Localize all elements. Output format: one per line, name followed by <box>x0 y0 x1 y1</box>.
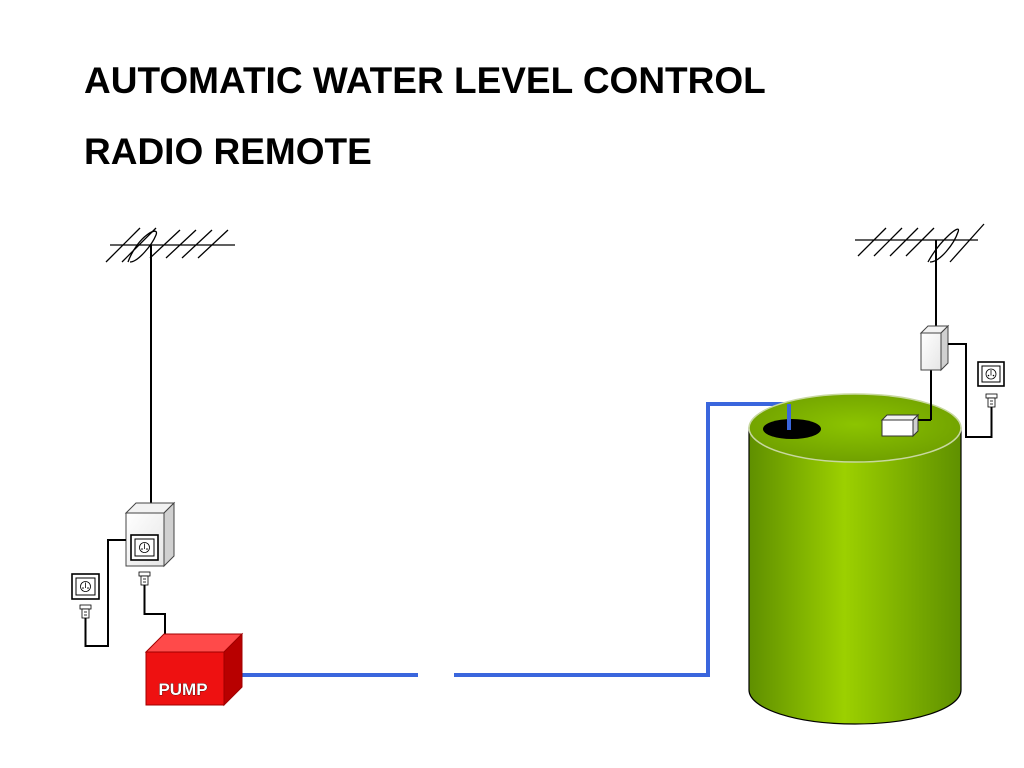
right-wall-plug-icon <box>985 393 998 408</box>
left-antenna-icon <box>105 227 235 263</box>
title-line-2: RADIO REMOTE <box>84 131 372 172</box>
left-box-power-cord <box>84 539 126 647</box>
level-sensor-box <box>880 413 920 438</box>
water-tank <box>748 393 962 725</box>
left-box-plug-icon <box>138 571 151 586</box>
right-box-power-cord <box>948 343 993 438</box>
water-pipe <box>238 402 791 677</box>
tank-inlet-opening <box>763 419 821 439</box>
pump: PUMP <box>144 632 244 707</box>
right-transmitter-box <box>919 324 950 372</box>
title-line-1: AUTOMATIC WATER LEVEL CONTROL <box>84 60 766 101</box>
left-wall-plug-icon <box>79 604 92 619</box>
right-antenna-icon <box>855 223 985 263</box>
pump-label: PUMP <box>158 680 207 699</box>
pump-power-cord <box>143 585 166 638</box>
left-box-socket-icon <box>130 534 159 561</box>
right-wall-socket-icon <box>977 361 1005 387</box>
left-wall-socket-icon <box>71 573 100 600</box>
